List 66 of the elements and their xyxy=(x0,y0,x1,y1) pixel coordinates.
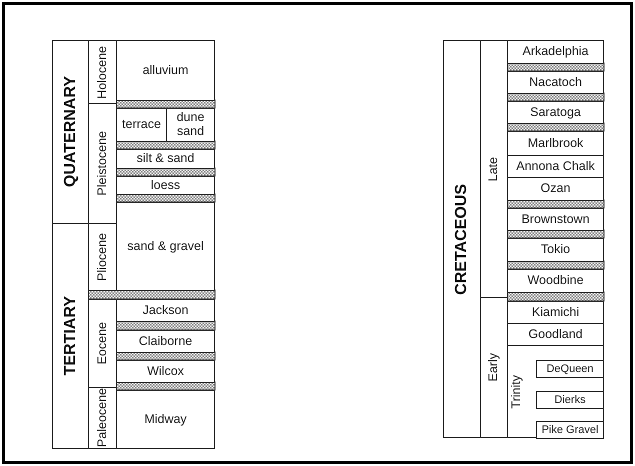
epoch-cell xyxy=(88,40,117,104)
formation-cell xyxy=(507,208,604,231)
group-cell xyxy=(507,345,604,438)
period-cell xyxy=(52,223,89,449)
formation-cell xyxy=(536,421,604,439)
formation-cell xyxy=(116,108,167,142)
epoch-cell xyxy=(480,297,508,438)
formation-cell xyxy=(116,40,215,101)
formation-cell xyxy=(507,40,604,64)
formation-label: Wilcox xyxy=(147,364,184,378)
formation-label: DeQueen xyxy=(546,362,594,376)
formation-label: Kiamichi xyxy=(532,306,580,320)
formation-label: Saratoga xyxy=(530,106,581,120)
period-label: CRETACEOUS xyxy=(453,184,471,294)
period-cell xyxy=(52,40,89,224)
formation-label: alluvium xyxy=(142,64,188,78)
formation-label: Jackson xyxy=(142,304,188,318)
epoch-cell xyxy=(88,387,117,449)
period-cell xyxy=(443,40,481,438)
formation-cell xyxy=(507,177,604,201)
formation-label: Annona Chalk xyxy=(516,160,595,174)
formation-cell xyxy=(507,101,604,124)
epoch-label: Paleocene xyxy=(96,388,110,448)
formation-cell xyxy=(116,149,215,169)
formation-label: Dierks xyxy=(554,394,586,406)
formation-label: Tokio xyxy=(540,243,570,257)
formation-label: Marlbrook xyxy=(528,136,584,150)
formation-cell xyxy=(116,202,215,291)
formation-cell xyxy=(507,131,604,156)
formation-cell xyxy=(536,391,604,409)
formation-label: Brownstown xyxy=(521,212,590,226)
epoch-cell xyxy=(88,299,117,388)
period-label: TERTIARY xyxy=(62,296,80,376)
formation-label: Woodbine xyxy=(527,274,584,288)
epoch-cell xyxy=(480,40,508,298)
formation-cell xyxy=(116,330,215,353)
formation-cell xyxy=(116,360,215,383)
formation-cell xyxy=(507,269,604,293)
formation-label: dune sand xyxy=(176,111,206,139)
formation-cell xyxy=(507,71,604,94)
epoch-label: Holocene xyxy=(96,46,110,98)
formation-cell xyxy=(116,176,215,195)
formation-label: Nacatoch xyxy=(529,76,582,90)
group-label: Trinity xyxy=(510,374,524,408)
epoch-label: Late xyxy=(487,156,501,182)
formation-label: Arkadelphia xyxy=(522,45,588,59)
epoch-label: Pleistocene xyxy=(96,131,110,196)
formation-label: Claiborne xyxy=(138,334,192,348)
formation-cell xyxy=(536,360,604,378)
formation-label: sand & gravel xyxy=(127,240,204,254)
formation-cell xyxy=(116,390,215,449)
formation-label: Midway xyxy=(144,412,187,426)
formation-label: loess xyxy=(150,178,180,192)
formation-cell xyxy=(116,299,215,322)
epoch-label: Pliocene xyxy=(96,233,110,281)
formation-cell xyxy=(166,108,215,142)
epoch-label: Eocene xyxy=(96,322,110,365)
formation-label: terrace xyxy=(122,118,161,132)
formation-label: Pike Gravel xyxy=(542,424,598,436)
formation-cell xyxy=(507,238,604,262)
period-label: QUATERNARY xyxy=(62,76,80,188)
formation-label: Ozan xyxy=(540,182,570,196)
formation-cell xyxy=(507,301,604,324)
formation-label: Goodland xyxy=(528,328,583,342)
formation-label: silt & sand xyxy=(136,152,194,166)
epoch-label: Early xyxy=(487,353,501,382)
